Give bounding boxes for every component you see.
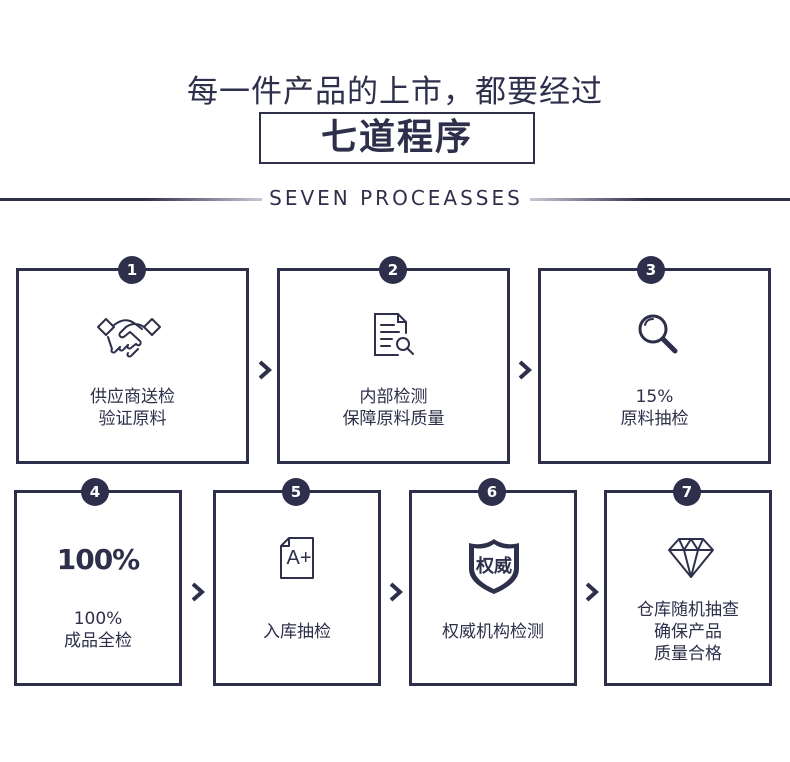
step-card-3: 3 15% 原料抽检	[538, 256, 771, 464]
document-search-icon	[374, 313, 414, 356]
step-card-5: 5 A+ 入库抽检	[213, 478, 381, 686]
chevron-right-icon	[258, 360, 273, 380]
step-label: 15% 原料抽检	[620, 387, 689, 429]
step-card-6: 6 权威 权威机构检测	[409, 478, 577, 686]
chevron-right-icon	[585, 582, 600, 602]
step-label: 入库抽检	[263, 622, 331, 642]
step-number-badge: 4	[81, 478, 109, 506]
step-label: 内部检测 保障原料质量	[342, 387, 445, 429]
step-label: 供应商送检 验证原料	[90, 387, 175, 429]
chevron-right-icon	[518, 360, 533, 380]
magnifier-icon	[638, 314, 678, 354]
step-card-1: 1 供应商送检 验证原料	[16, 256, 249, 464]
step-card-4: 4 100% 100% 成品全检	[14, 478, 182, 686]
handshake-icon	[97, 318, 161, 358]
subtitle: 每一件产品的上市，都要经过	[187, 74, 603, 110]
divider-right	[530, 198, 790, 201]
page-title: 七道程序	[320, 117, 473, 158]
step-label: 仓库随机抽查 确保产品 质量合格	[637, 600, 739, 664]
divider-left	[0, 198, 262, 201]
step-label: 100% 成品全检	[64, 609, 132, 651]
step-card-7: 7 仓库随机抽查 确保产品 质量合格	[604, 478, 772, 686]
percent-text-icon: 100%	[56, 543, 141, 576]
step-number-badge: 5	[282, 478, 310, 506]
step-card-2: 2 内部检测 保障原料质量	[277, 256, 510, 464]
title-frame	[259, 112, 535, 164]
grade-a-plus-icon: A+	[280, 537, 314, 579]
step-number-badge: 1	[118, 256, 146, 284]
step-number-badge: 2	[379, 256, 407, 284]
diamond-icon	[668, 538, 714, 578]
step-number-badge: 3	[637, 256, 665, 284]
chevron-right-icon	[191, 582, 206, 602]
step-label: 权威机构检测	[442, 622, 544, 642]
step-number-badge: 6	[478, 478, 506, 506]
chevron-right-icon	[389, 582, 404, 602]
step-number-badge: 7	[673, 478, 701, 506]
english-title: SEVEN PROCEASSES	[269, 186, 523, 210]
shield-badge-icon: 权威	[466, 537, 522, 595]
